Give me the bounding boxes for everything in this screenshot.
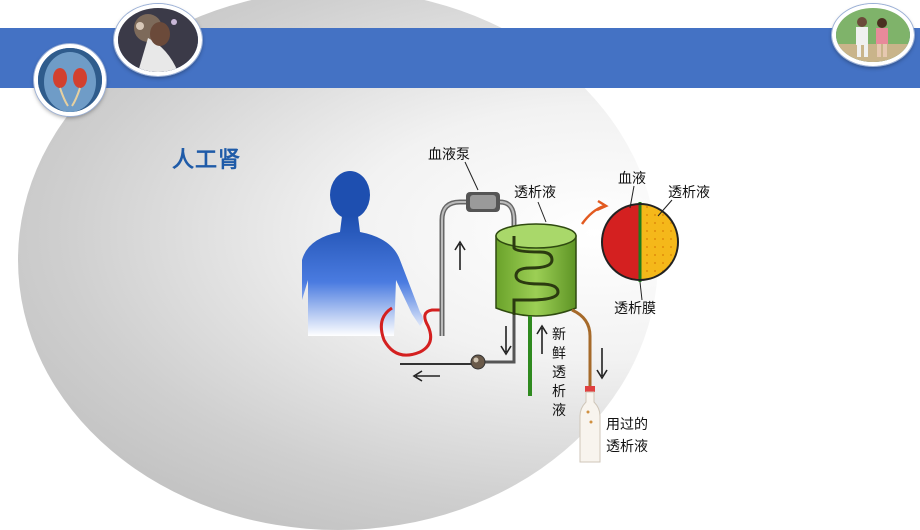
arterial-tube bbox=[379, 306, 444, 357]
membrane-closeup bbox=[601, 202, 679, 282]
used-dialysate-tube bbox=[571, 308, 592, 388]
blood-label: 血液 bbox=[618, 171, 646, 187]
slide-title: 人工肾 bbox=[172, 148, 242, 173]
kidney-image-badge bbox=[34, 44, 106, 116]
human-silhouette bbox=[302, 171, 423, 336]
walkers-photo-badge bbox=[832, 4, 914, 66]
dialysate-right-label: 透析液 bbox=[668, 185, 710, 201]
used-dialysate-label-line2: 透析液 bbox=[606, 439, 648, 455]
runner-photo-badge bbox=[114, 4, 202, 76]
waste-bottle bbox=[579, 386, 601, 463]
dialysate-top-label: 透析液 bbox=[514, 185, 556, 201]
diagram-art bbox=[302, 161, 679, 463]
blood-pump bbox=[466, 192, 500, 212]
blood-pump-label: 血液泵 bbox=[428, 147, 470, 163]
membrane-label: 透析膜 bbox=[614, 301, 656, 317]
runner-photo bbox=[118, 8, 198, 72]
kidney-image bbox=[38, 48, 102, 112]
fresh-dialysate-label: 新鲜透析液 bbox=[552, 327, 566, 419]
artificial-kidney-diagram: 血液泵 透析液 血液 透析液 透析膜 新鲜透析液 用过的 透析液 bbox=[300, 140, 740, 470]
used-dialysate-label-line1: 用过的 bbox=[606, 417, 648, 433]
walkers-photo bbox=[836, 8, 910, 62]
dialyzer-tank bbox=[495, 223, 577, 317]
